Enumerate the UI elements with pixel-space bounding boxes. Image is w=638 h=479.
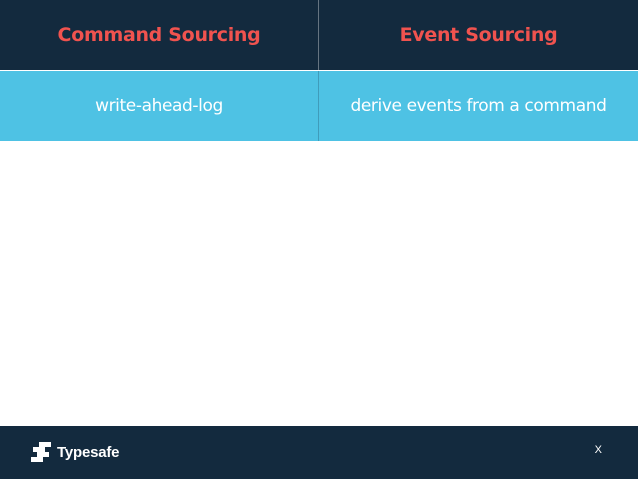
comparison-table: Command Sourcing Event Sourcing write-ah… <box>0 0 638 141</box>
table-cell: derive events from a command <box>318 71 638 141</box>
table-row: write-ahead-log derive events from a com… <box>0 71 638 141</box>
page-number: X <box>594 444 602 456</box>
typesafe-logo-icon <box>31 442 51 462</box>
brand-name: Typesafe <box>57 443 120 461</box>
table-cell: write-ahead-log <box>95 96 223 116</box>
footer-bar: Typesafe X <box>0 426 638 479</box>
typesafe-logo: Typesafe <box>30 441 120 463</box>
table-header-row: Command Sourcing Event Sourcing <box>0 0 638 70</box>
header-command-sourcing: Command Sourcing <box>57 24 261 46</box>
header-event-sourcing: Event Sourcing <box>318 0 638 70</box>
